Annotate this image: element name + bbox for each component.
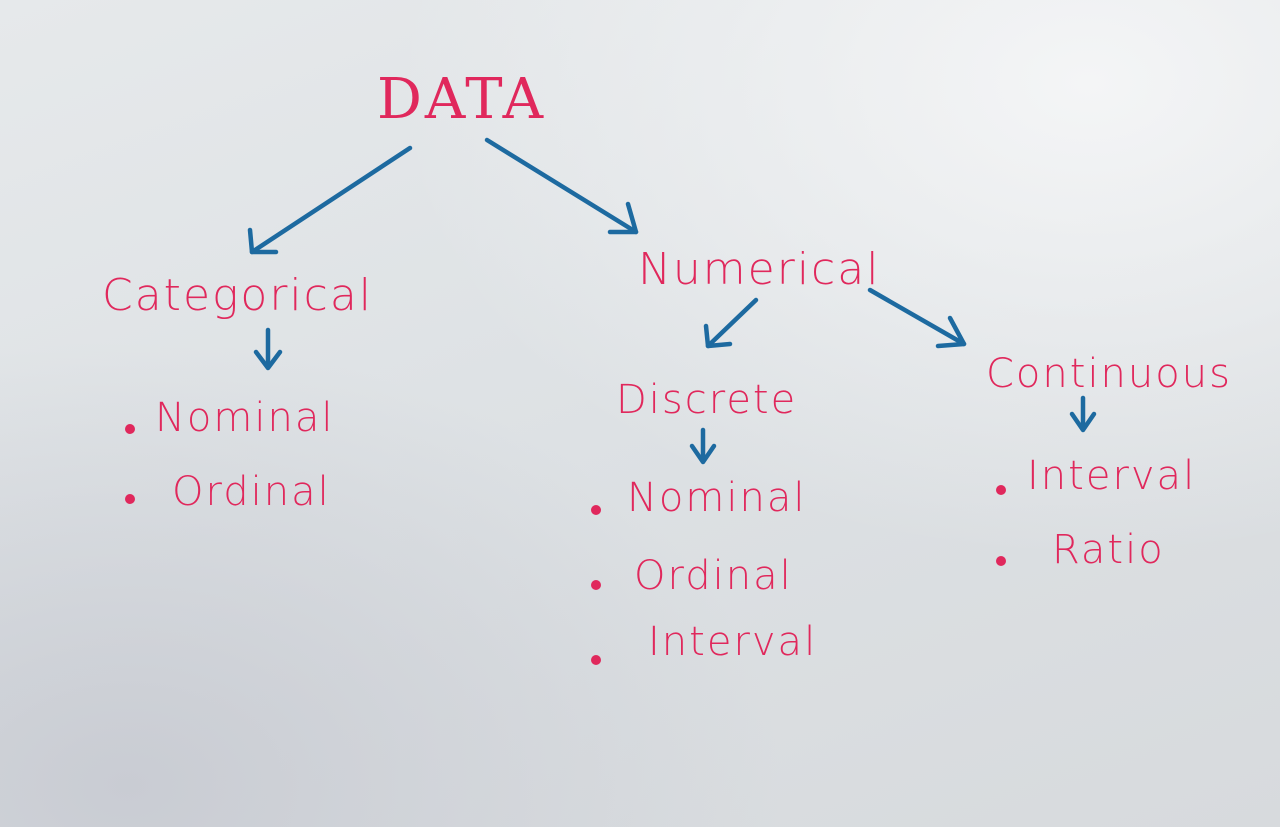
arrow-continuous-down (1069, 395, 1097, 433)
bullet (591, 505, 601, 515)
categorical-label: Categorical (102, 270, 374, 321)
discrete-item: Nominal (627, 475, 807, 521)
arrow-discrete-down (689, 427, 717, 465)
arrow-numerical-to-continuous (867, 287, 967, 349)
arrow-numerical-to-discrete (703, 297, 759, 349)
bullet (591, 580, 601, 590)
arrow-data-to-numerical (484, 137, 639, 235)
discrete-item: Ordinal (634, 553, 793, 599)
bullet (996, 556, 1006, 566)
continuous-label: Continuous (986, 351, 1232, 397)
root-label: DATA (377, 67, 547, 132)
numerical-label: Numerical (638, 244, 881, 295)
arrow-categorical-down (253, 327, 283, 371)
discrete-item: Interval (648, 619, 818, 665)
bullet (125, 494, 135, 504)
discrete-label: Discrete (616, 377, 798, 423)
bullet (996, 485, 1006, 495)
continuous-item: Ratio (1052, 527, 1165, 573)
bullet (125, 424, 135, 434)
continuous-item: Interval (1027, 453, 1197, 499)
categorical-item: Nominal (155, 395, 335, 441)
categorical-item: Ordinal (172, 469, 331, 515)
arrow-data-to-categorical (247, 145, 413, 255)
bullet (591, 655, 601, 665)
